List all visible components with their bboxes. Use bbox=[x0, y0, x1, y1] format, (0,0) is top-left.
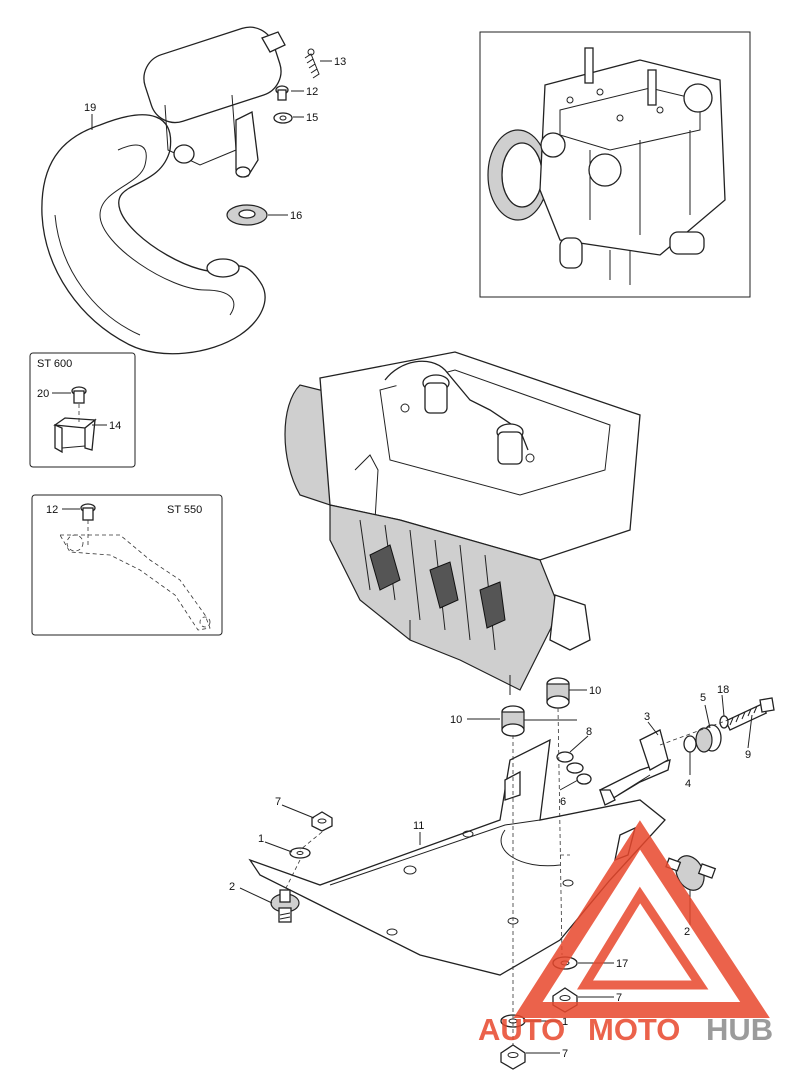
nut-part-7-left bbox=[311, 811, 333, 832]
callout-20: 20 bbox=[37, 388, 49, 400]
callout-11: 11 bbox=[413, 820, 424, 832]
callout-14: 14 bbox=[109, 420, 121, 432]
washer-part-1-left bbox=[289, 847, 311, 859]
automotohub-watermark: AUTO MOTO HUB bbox=[478, 820, 773, 1047]
exhaust-washer-part bbox=[273, 112, 293, 124]
callout-12-top: 12 bbox=[306, 86, 318, 98]
callout-6: 6 bbox=[560, 796, 566, 808]
callout-7-left: 7 bbox=[275, 796, 281, 808]
exhaust-bolt-part bbox=[275, 85, 289, 101]
spacer-washers-part-6-8 bbox=[556, 751, 592, 785]
callout-5: 5 bbox=[700, 692, 706, 704]
callout-13: 13 bbox=[334, 56, 346, 68]
callout-9: 9 bbox=[745, 749, 751, 761]
callout-12-st550: 12 bbox=[46, 504, 58, 516]
engine-spacer-part-left bbox=[501, 705, 525, 737]
engine-mount-bracket-part bbox=[598, 729, 671, 806]
st550-bracket-part bbox=[59, 534, 211, 631]
callout-1-bottom: 1 bbox=[562, 1016, 568, 1028]
exhaust-spring-part bbox=[304, 48, 320, 79]
st550-inset-box: ST 550 12 bbox=[31, 494, 223, 636]
mount-bolt-part bbox=[724, 697, 775, 731]
st550-bolt-part bbox=[80, 503, 96, 545]
watermark-triangle-logo bbox=[513, 820, 770, 1018]
main-engine-assembly bbox=[284, 351, 641, 695]
callout-4: 4 bbox=[685, 778, 691, 790]
callout-17: 17 bbox=[616, 958, 628, 970]
exhaust-muffler-part bbox=[41, 26, 286, 355]
callout-2-right: 2 bbox=[684, 926, 690, 938]
callout-10-right: 10 bbox=[589, 685, 601, 697]
callout-8: 8 bbox=[586, 726, 592, 738]
callout-10-left: 10 bbox=[450, 714, 462, 726]
callout-1-left: 1 bbox=[258, 833, 264, 845]
callout-16: 16 bbox=[290, 210, 302, 222]
rubber-mount-part bbox=[695, 724, 722, 753]
callout-2-left: 2 bbox=[229, 881, 235, 893]
callout-18: 18 bbox=[717, 684, 729, 696]
small-washer-part-18 bbox=[719, 715, 729, 729]
watermark-text-auto: AUTO bbox=[478, 1012, 565, 1047]
st600-bracket-part bbox=[53, 417, 97, 454]
rubber-mount-part-2-left bbox=[270, 889, 300, 923]
engine-spacer-part-right bbox=[546, 677, 570, 709]
callout-7-bottom: 7 bbox=[562, 1048, 568, 1060]
st600-inset-box: ST 600 20 14 bbox=[29, 352, 136, 468]
watermark-text-moto: MOTO bbox=[588, 1012, 680, 1047]
rubber-mount-part-2-right bbox=[665, 855, 717, 891]
callout-3: 3 bbox=[644, 711, 650, 723]
callout-7-middle: 7 bbox=[616, 992, 622, 1004]
st600-bolt-part bbox=[71, 386, 87, 422]
engine-overview-inset bbox=[479, 31, 751, 298]
nut-part-7-bottom bbox=[500, 1044, 526, 1070]
watermark-text-hub: HUB bbox=[706, 1012, 773, 1047]
st600-label: ST 600 bbox=[37, 358, 72, 370]
engine-mounting-plate-part bbox=[248, 738, 666, 976]
st550-label: ST 550 bbox=[167, 504, 202, 516]
spacer-part-4 bbox=[683, 735, 697, 753]
callout-19: 19 bbox=[84, 102, 96, 114]
exhaust-grommet-part bbox=[226, 204, 268, 226]
callout-15: 15 bbox=[306, 112, 318, 124]
